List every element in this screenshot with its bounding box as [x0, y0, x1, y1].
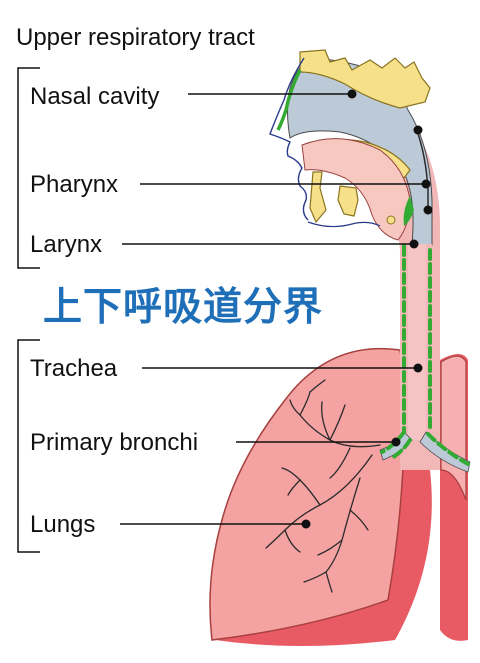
label-trachea: Trachea — [30, 355, 118, 382]
nasal-mucosa — [276, 69, 302, 131]
leader-lines — [120, 93, 426, 525]
larynx-dot — [409, 239, 419, 249]
label-larynx: Larynx — [30, 231, 102, 258]
tongue — [301, 138, 411, 241]
diagram-title: Upper respiratory tract — [16, 24, 255, 51]
upper-tract-bracket — [17, 67, 40, 269]
pharynx-dot-upper — [413, 125, 423, 135]
primary-bronchi-dot — [391, 437, 401, 447]
sinus-bone-upper — [299, 49, 431, 109]
label-primary-bronchi: Primary bronchi — [30, 429, 198, 456]
pharynx-dot — [421, 179, 431, 189]
face-profile — [269, 57, 309, 221]
hyoid-bone — [337, 185, 359, 217]
label-pharynx: Pharynx — [30, 171, 118, 198]
trachea-lumen — [408, 244, 426, 440]
epiglottis — [403, 196, 414, 226]
nasal-cavity-dot — [347, 89, 357, 99]
hyoid-nodule — [386, 215, 396, 225]
brackets — [17, 67, 40, 553]
mucosa-lining — [380, 244, 470, 466]
mandible-tooth — [309, 171, 327, 224]
lungs-dot — [301, 519, 311, 529]
left-lung — [209, 347, 406, 641]
bronchial-tree — [265, 379, 381, 593]
tract-divider-label: 上下呼吸道分界 — [43, 285, 323, 330]
trachea-dot — [413, 363, 423, 373]
pharynx-dot-lower — [423, 205, 433, 215]
label-nasal-cavity: Nasal cavity — [30, 83, 159, 110]
leader-dots — [301, 89, 433, 529]
anatomy — [209, 49, 471, 646]
lower-tract-bracket — [17, 339, 40, 553]
chin-line — [307, 221, 381, 228]
label-lungs: Lungs — [30, 511, 95, 538]
